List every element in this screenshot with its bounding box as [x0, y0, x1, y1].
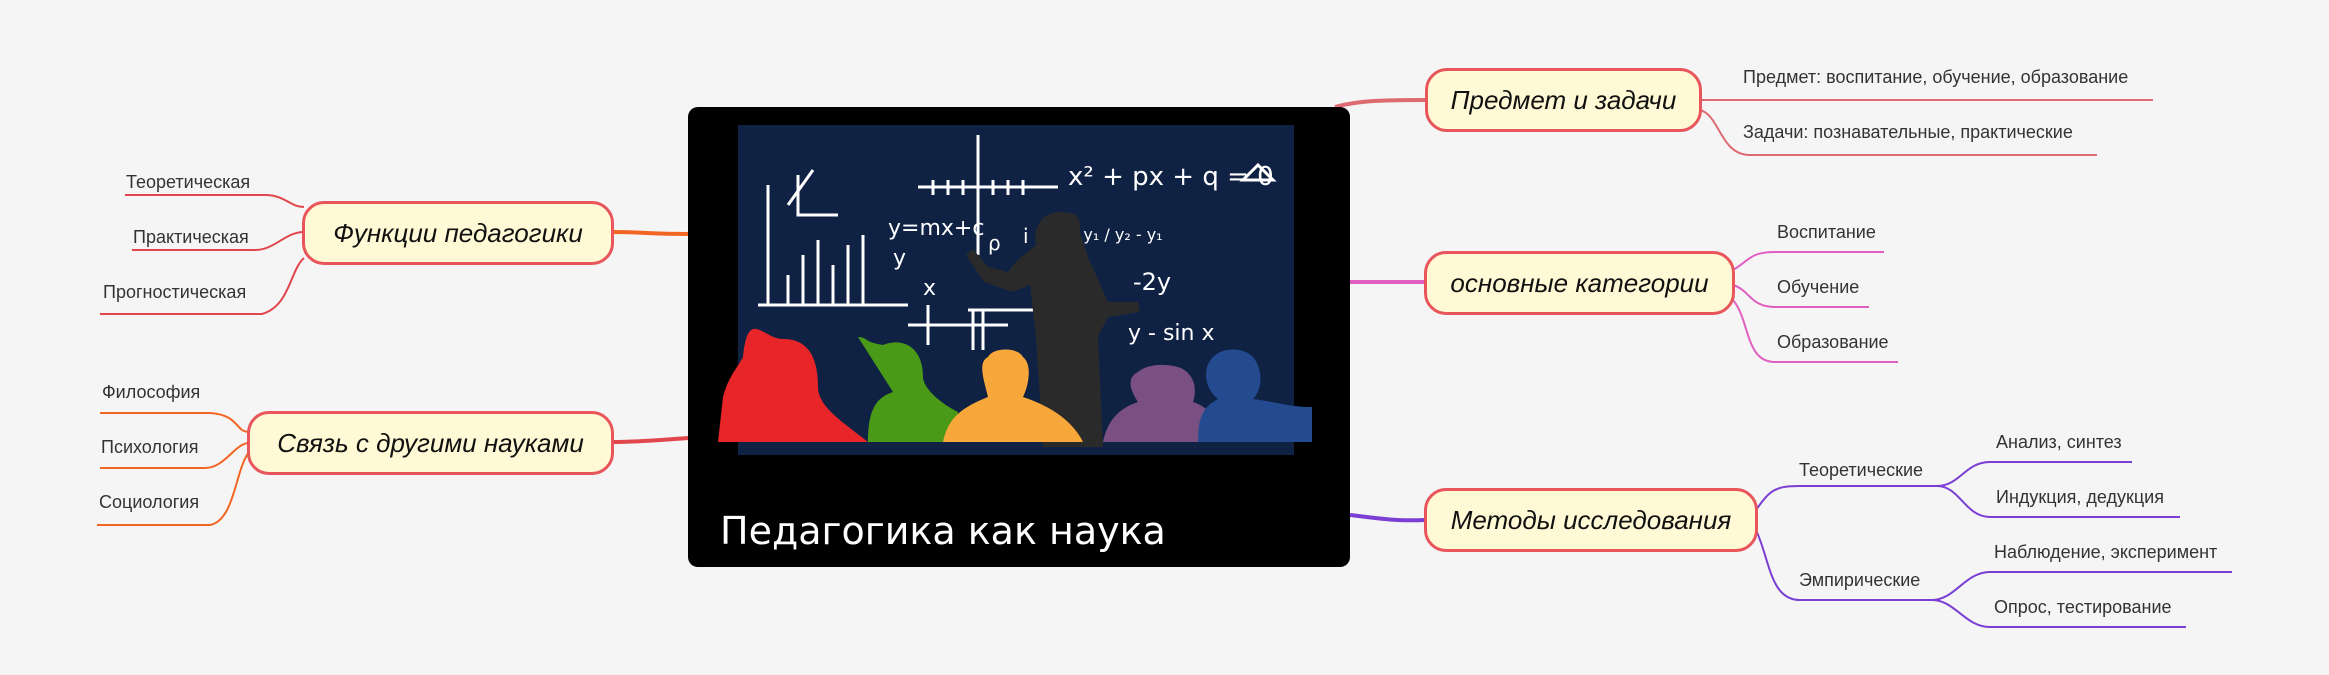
board-formula-sin: y - sin x — [1128, 321, 1214, 346]
board-formula-line: y=mx+c — [888, 216, 984, 241]
node-functions[interactable]: Функции педагогики — [302, 201, 614, 265]
node-methods-label: Методы исследования — [1450, 504, 1732, 535]
node-methods[interactable]: Методы исследования — [1424, 488, 1758, 552]
leaf-tasks[interactable]: Задачи: познавательные, практические — [1743, 122, 2073, 142]
leaf-subject[interactable]: Предмет: воспитание, обучение, образован… — [1743, 67, 2129, 87]
central-topic[interactable]: x² + px + q = 0 y=mx+c y - y₁ / y₂ - y₁ … — [688, 107, 1350, 567]
leaf-analysis[interactable]: Анализ, синтез — [1996, 432, 2122, 452]
student-orange — [943, 349, 1083, 442]
student-purple — [1103, 364, 1218, 442]
node-categories-label: основные категории — [1450, 267, 1709, 298]
leaf-teaching[interactable]: Обучение — [1777, 277, 1860, 297]
node-relations-label: Связь с другими науками — [277, 427, 584, 458]
node-subject[interactable]: Предмет и задачи — [1425, 68, 1702, 132]
leaf-upbringing[interactable]: Воспитание — [1777, 222, 1876, 242]
central-title: Педагогика как наука — [720, 509, 1166, 553]
board-formula-slope: y - y₁ / y₂ - y₁ — [1058, 225, 1163, 244]
leaf-induction[interactable]: Индукция, дедукция — [1996, 487, 2164, 507]
leaf-theoretical[interactable]: Теоретическая — [126, 172, 251, 192]
node-subject-label: Предмет и задачи — [1450, 84, 1677, 115]
board-symbol-x: x — [923, 276, 936, 301]
board-symbol-y: y — [893, 246, 906, 271]
node-relations[interactable]: Связь с другими науками — [247, 411, 614, 475]
leaf-psychology[interactable]: Психология — [101, 437, 199, 457]
leaf-prognostic[interactable]: Прогностическая — [103, 282, 247, 302]
node-categories[interactable]: основные категории — [1424, 251, 1735, 315]
student-red — [718, 328, 868, 442]
leaf-practical[interactable]: Практическая — [133, 227, 249, 247]
leaf-survey[interactable]: Опрос, тестирование — [1994, 597, 2172, 617]
subtopic-empirical[interactable]: Эмпирические — [1799, 570, 1921, 590]
board-symbol-i: i — [1023, 224, 1029, 248]
chalkboard-drawing: x² + px + q = 0 y=mx+c y - y₁ / y₂ - y₁ … — [758, 135, 1277, 350]
student-blue — [1198, 349, 1312, 442]
board-formula-2y: -2y — [1133, 268, 1171, 296]
student-green — [858, 337, 958, 442]
board-symbol-rho: ρ — [988, 231, 1001, 255]
leaf-observation[interactable]: Наблюдение, эксперимент — [1994, 542, 2218, 562]
subtopic-theoretical[interactable]: Теоретические — [1799, 460, 1924, 480]
audience-silhouettes — [718, 212, 1312, 447]
leaf-sociology[interactable]: Социология — [99, 492, 200, 512]
node-functions-label: Функции педагогики — [333, 217, 583, 248]
board-formula-quadratic: x² + px + q = 0 — [1068, 162, 1274, 192]
teacher-silhouette — [966, 212, 1140, 447]
leaf-education[interactable]: Образование — [1777, 332, 1889, 352]
leaf-philosophy[interactable]: Философия — [102, 382, 201, 402]
